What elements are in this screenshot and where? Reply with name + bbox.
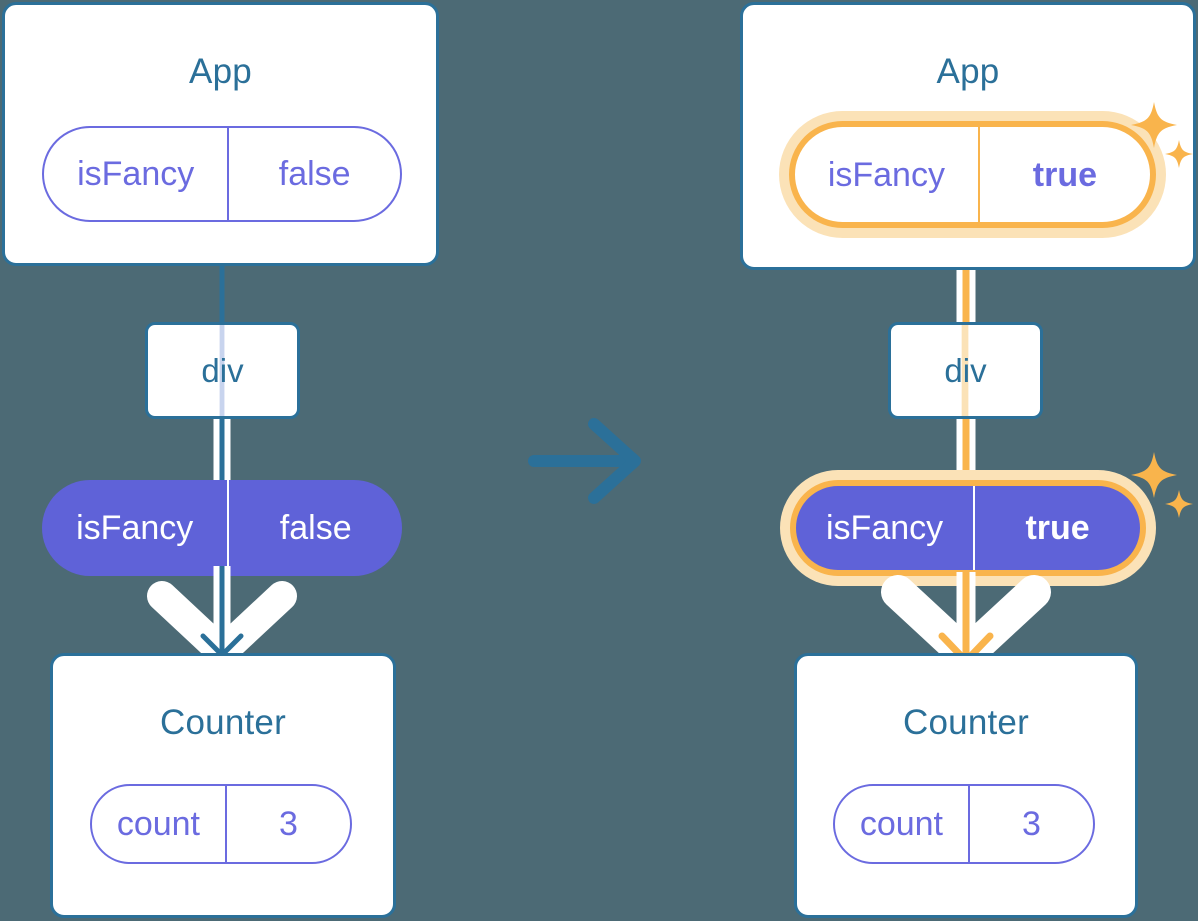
div-box-after: div bbox=[888, 322, 1043, 419]
arrow-right-icon bbox=[528, 418, 641, 504]
pill-key: count bbox=[859, 805, 944, 843]
div-inner-line-after bbox=[961, 325, 969, 416]
div-box-before: div bbox=[145, 322, 300, 419]
pill-value: 3 bbox=[967, 786, 1093, 862]
app-title-before: App bbox=[189, 52, 252, 91]
pill-value: true bbox=[977, 127, 1150, 222]
counter-box-before bbox=[50, 653, 396, 918]
pill-value: 3 bbox=[224, 786, 350, 862]
pill-key: count bbox=[116, 805, 201, 843]
counter-title-before: Counter bbox=[160, 703, 286, 742]
app-title-after: App bbox=[936, 52, 1000, 91]
pill-value: false bbox=[227, 128, 400, 220]
div-label-after: div bbox=[944, 351, 987, 389]
4-point-star-small-icon bbox=[1165, 490, 1193, 518]
div-inner-line-before bbox=[219, 325, 225, 416]
app-state-pill-after[interactable]: isFancy true bbox=[789, 121, 1156, 228]
counter-state-pill-after[interactable]: count 3 bbox=[833, 784, 1095, 864]
pill-key: isFancy bbox=[77, 155, 195, 193]
pill-key: isFancy bbox=[826, 509, 944, 547]
4-point-star-small-icon bbox=[1165, 140, 1193, 168]
counter-state-pill-before[interactable]: count 3 bbox=[90, 784, 352, 864]
pill-value: true bbox=[973, 486, 1140, 570]
sparkle-group-app bbox=[1131, 102, 1193, 168]
4-point-star-icon bbox=[1131, 452, 1177, 498]
pill-key: isFancy bbox=[827, 155, 945, 194]
pill-value: false bbox=[227, 480, 402, 576]
prop-pill-before[interactable]: isFancy false bbox=[42, 480, 402, 576]
div-label-before: div bbox=[201, 351, 244, 389]
app-state-pill-before[interactable]: isFancy false bbox=[42, 126, 402, 222]
4-point-star-icon bbox=[1131, 102, 1177, 148]
sparkle-group-prop bbox=[1131, 452, 1193, 518]
pill-key: isFancy bbox=[76, 509, 194, 547]
counter-title-after: Counter bbox=[903, 703, 1029, 742]
